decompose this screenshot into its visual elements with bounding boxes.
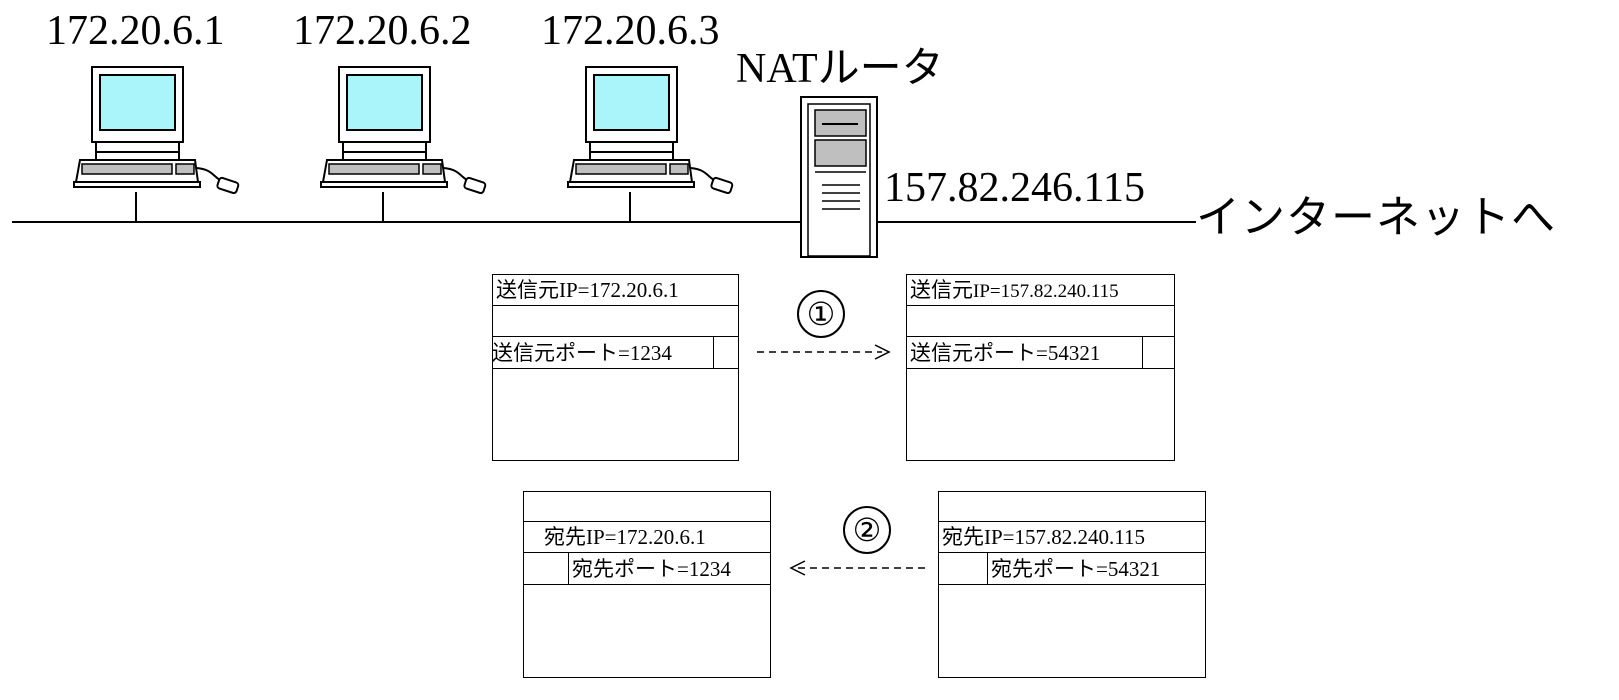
destination-ip-field: 宛先IP=157.82.240.115 xyxy=(942,523,1145,552)
packet-step1-before: 送信元IP=172.20.6.1 送信元ポート=1234 xyxy=(492,274,739,461)
source-ip-value: IP=172.20.6.1 xyxy=(559,278,679,302)
destination-port-value: =1234 xyxy=(677,557,731,581)
packet-step2-after: 宛先IP=172.20.6.1 宛先ポート=1234 xyxy=(523,491,771,678)
destination-port-field: 宛先ポート=54321 xyxy=(991,555,1160,584)
host-2-ip: 172.20.6.2 xyxy=(293,8,472,54)
step1-marker: ① xyxy=(797,290,845,338)
destination-ip-prefix: 宛先 xyxy=(544,525,586,549)
router-icon xyxy=(800,96,878,258)
destination-port-field: 宛先ポート=1234 xyxy=(572,555,731,584)
computer-icon-2 xyxy=(320,66,487,222)
packet-step2-before: 宛先IP=157.82.240.115 宛先ポート=54321 xyxy=(938,491,1206,678)
internet-label: インターネットへ xyxy=(1196,192,1556,243)
computer-icon-3 xyxy=(567,66,734,222)
source-ip-field: 送信元IP=157.82.240.115 xyxy=(910,276,1119,306)
source-port-prefix: 送信元ポート xyxy=(492,341,618,365)
source-port-prefix: 送信元ポート xyxy=(910,341,1036,365)
step2-marker: ② xyxy=(843,506,891,554)
router-name: NATルータ xyxy=(736,46,944,92)
arrow-step1 xyxy=(757,344,891,360)
source-port-field: 送信元ポート=1234 xyxy=(492,339,672,368)
arrow-step2 xyxy=(789,560,927,576)
source-ip-value: IP=157.82.240.115 xyxy=(973,281,1119,302)
source-port-value: =1234 xyxy=(618,341,672,365)
destination-ip-prefix: 宛先 xyxy=(942,525,984,549)
source-ip-prefix: 送信元 xyxy=(910,278,973,302)
host-1-ip: 172.20.6.1 xyxy=(46,8,225,54)
computer-icon-1 xyxy=(73,66,240,222)
destination-port-value: =54321 xyxy=(1096,557,1161,581)
source-ip-prefix: 送信元 xyxy=(496,278,559,302)
source-port-field: 送信元ポート=54321 xyxy=(910,339,1100,368)
destination-port-prefix: 宛先ポート xyxy=(572,557,677,581)
source-ip-field: 送信元IP=172.20.6.1 xyxy=(496,276,679,305)
router-wan-ip: 157.82.246.115 xyxy=(884,165,1145,211)
destination-port-prefix: 宛先ポート xyxy=(991,557,1096,581)
host-3-ip: 172.20.6.3 xyxy=(541,8,720,54)
source-port-value: =54321 xyxy=(1036,341,1101,365)
destination-ip-value: IP=157.82.240.115 xyxy=(984,525,1145,549)
destination-ip-field: 宛先IP=172.20.6.1 xyxy=(544,523,706,552)
packet-step1-after: 送信元IP=157.82.240.115 送信元ポート=54321 xyxy=(906,274,1175,461)
destination-ip-value: IP=172.20.6.1 xyxy=(586,525,706,549)
